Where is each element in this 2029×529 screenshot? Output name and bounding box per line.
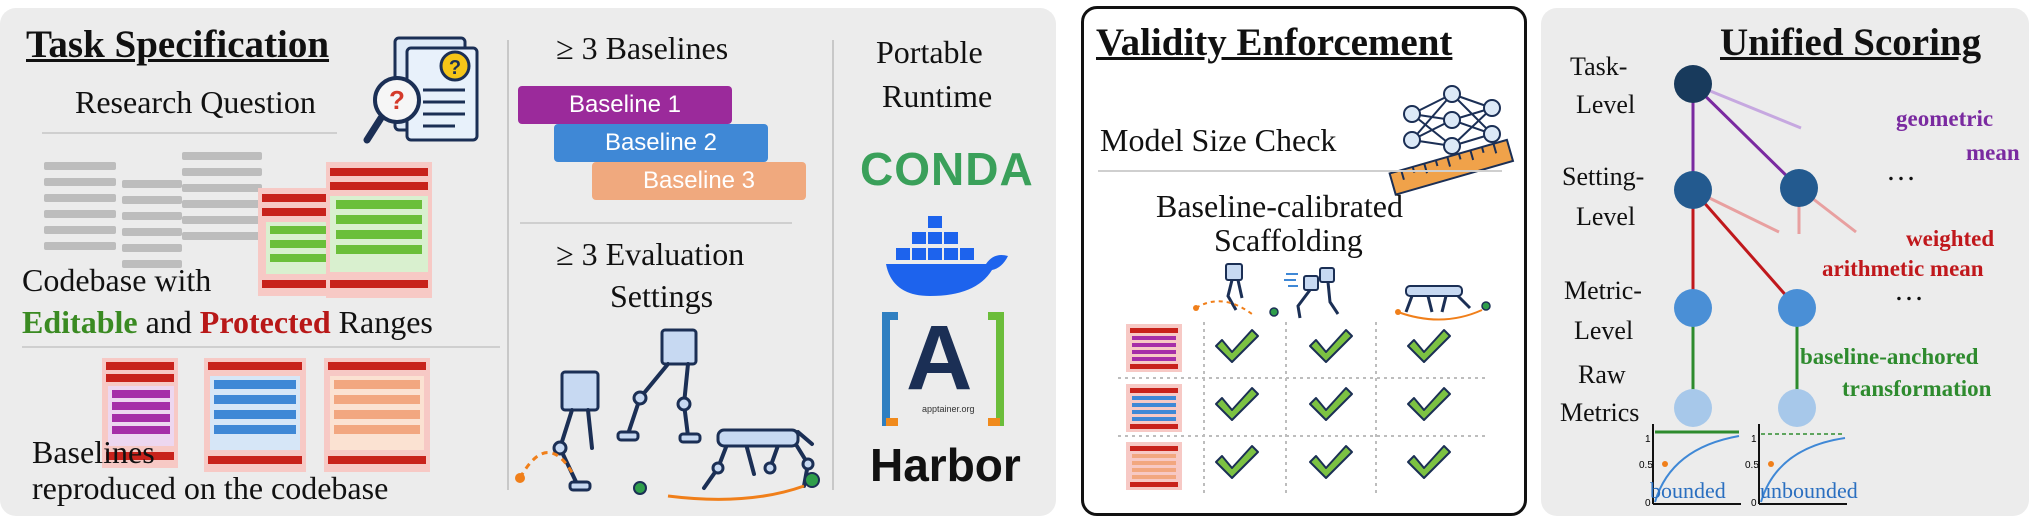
runtime-heading-line1: Portable [876, 34, 983, 70]
svg-text:?: ? [389, 85, 405, 115]
divider [520, 222, 792, 224]
task-level-label-2: Level [1576, 90, 1636, 119]
codebase-label: Codebase with [22, 262, 212, 298]
raw-metrics-label-2: Metrics [1560, 398, 1640, 427]
divider [42, 132, 337, 134]
model-size-check-label: Model Size Check [1100, 122, 1337, 158]
apptainer-letter: A [906, 307, 973, 409]
unified-scoring-panel [1541, 8, 2029, 516]
runtime-heading-line2: Runtime [882, 78, 993, 114]
apptainer-sub: apptainer.org [922, 404, 975, 414]
unbounded-label: unbounded [1760, 478, 1858, 503]
task-level-label-1: Task- [1570, 52, 1628, 81]
baseline-docs-illustration [102, 358, 430, 472]
conda-logo: CONDA [860, 143, 1034, 195]
svg-text:0.5: 0.5 [1639, 460, 1653, 471]
divider [22, 346, 500, 348]
raw-metrics-label-1: Raw [1578, 360, 1626, 389]
baselines-heading: ≥ 3 Baselines [556, 30, 729, 66]
docker-logo [886, 216, 1008, 296]
neural-network-ruler-icon [1388, 85, 1515, 196]
ranges-word: Ranges [330, 304, 433, 340]
validity-title: Validity Enforcement [1096, 21, 1453, 64]
divider [832, 40, 834, 490]
research-question-label: Research Question [75, 84, 316, 120]
geometric-mean-label-1: geometric [1896, 106, 1994, 131]
ellipsis-metric: … [1894, 274, 1924, 307]
metric-level-label-1: Metric- [1564, 276, 1642, 305]
divider [1098, 170, 1502, 172]
svg-text:0.5: 0.5 [1745, 460, 1759, 471]
svg-text:0: 0 [1751, 498, 1757, 509]
baseline-1-bar: Baseline 1 [518, 86, 732, 124]
baselines-label: Baselines [32, 434, 155, 470]
codebase-illustration [44, 152, 432, 298]
svg-text:?: ? [449, 57, 461, 79]
weighted-mean-label-2: arithmetic mean [1822, 256, 1984, 281]
scaffold-robot-icons [1193, 263, 1491, 321]
scaffolding-label-line1: Baseline-calibrated [1156, 188, 1403, 224]
harbor-logo: Harbor [870, 439, 1021, 491]
and-word: and [137, 304, 200, 340]
robot-settings-illustration [515, 328, 815, 501]
geometric-mean-label-2: mean [1966, 140, 2020, 165]
anchored-transform-label-1: baseline-anchored [1800, 344, 1979, 369]
scaffolding-label-line2: Scaffolding [1214, 222, 1363, 258]
document-question-icon: ? ? [363, 36, 479, 144]
validity-check-grid [1118, 322, 1488, 496]
bounded-label: bounded [1650, 478, 1726, 503]
editable-word: Editable [22, 304, 138, 340]
anchored-transform-label-2: transformation [1842, 376, 1992, 401]
divider [507, 40, 509, 490]
scoring-tree: 1 0.5 0 1 0.5 0 [1639, 65, 1857, 509]
svg-text:0: 0 [1645, 498, 1651, 509]
task-specification-title: Task Specification [26, 23, 330, 66]
unified-scoring-title: Unified Scoring [1720, 21, 1982, 64]
svg-text:1: 1 [1645, 434, 1651, 445]
svg-text:1: 1 [1751, 434, 1757, 445]
ellipsis-setting: … [1886, 154, 1916, 187]
setting-level-label-1: Setting- [1562, 162, 1645, 191]
baseline-2-bar: Baseline 2 [554, 124, 768, 162]
evaluation-heading-line2: Settings [610, 278, 714, 314]
baselines-reproduced-label: reproduced on the codebase [32, 470, 389, 506]
metric-level-label-2: Level [1574, 316, 1634, 345]
protected-word: Protected [199, 304, 331, 340]
weighted-mean-label-1: weighted [1906, 226, 1995, 251]
baseline-3-bar: Baseline 3 [592, 162, 806, 200]
goal-dot-icon [804, 472, 820, 488]
editable-protected-label: Editable and Protected Ranges [22, 304, 433, 341]
apptainer-logo [882, 312, 1004, 426]
setting-level-label-2: Level [1576, 202, 1636, 231]
evaluation-heading-line1: ≥ 3 Evaluation [556, 236, 745, 272]
